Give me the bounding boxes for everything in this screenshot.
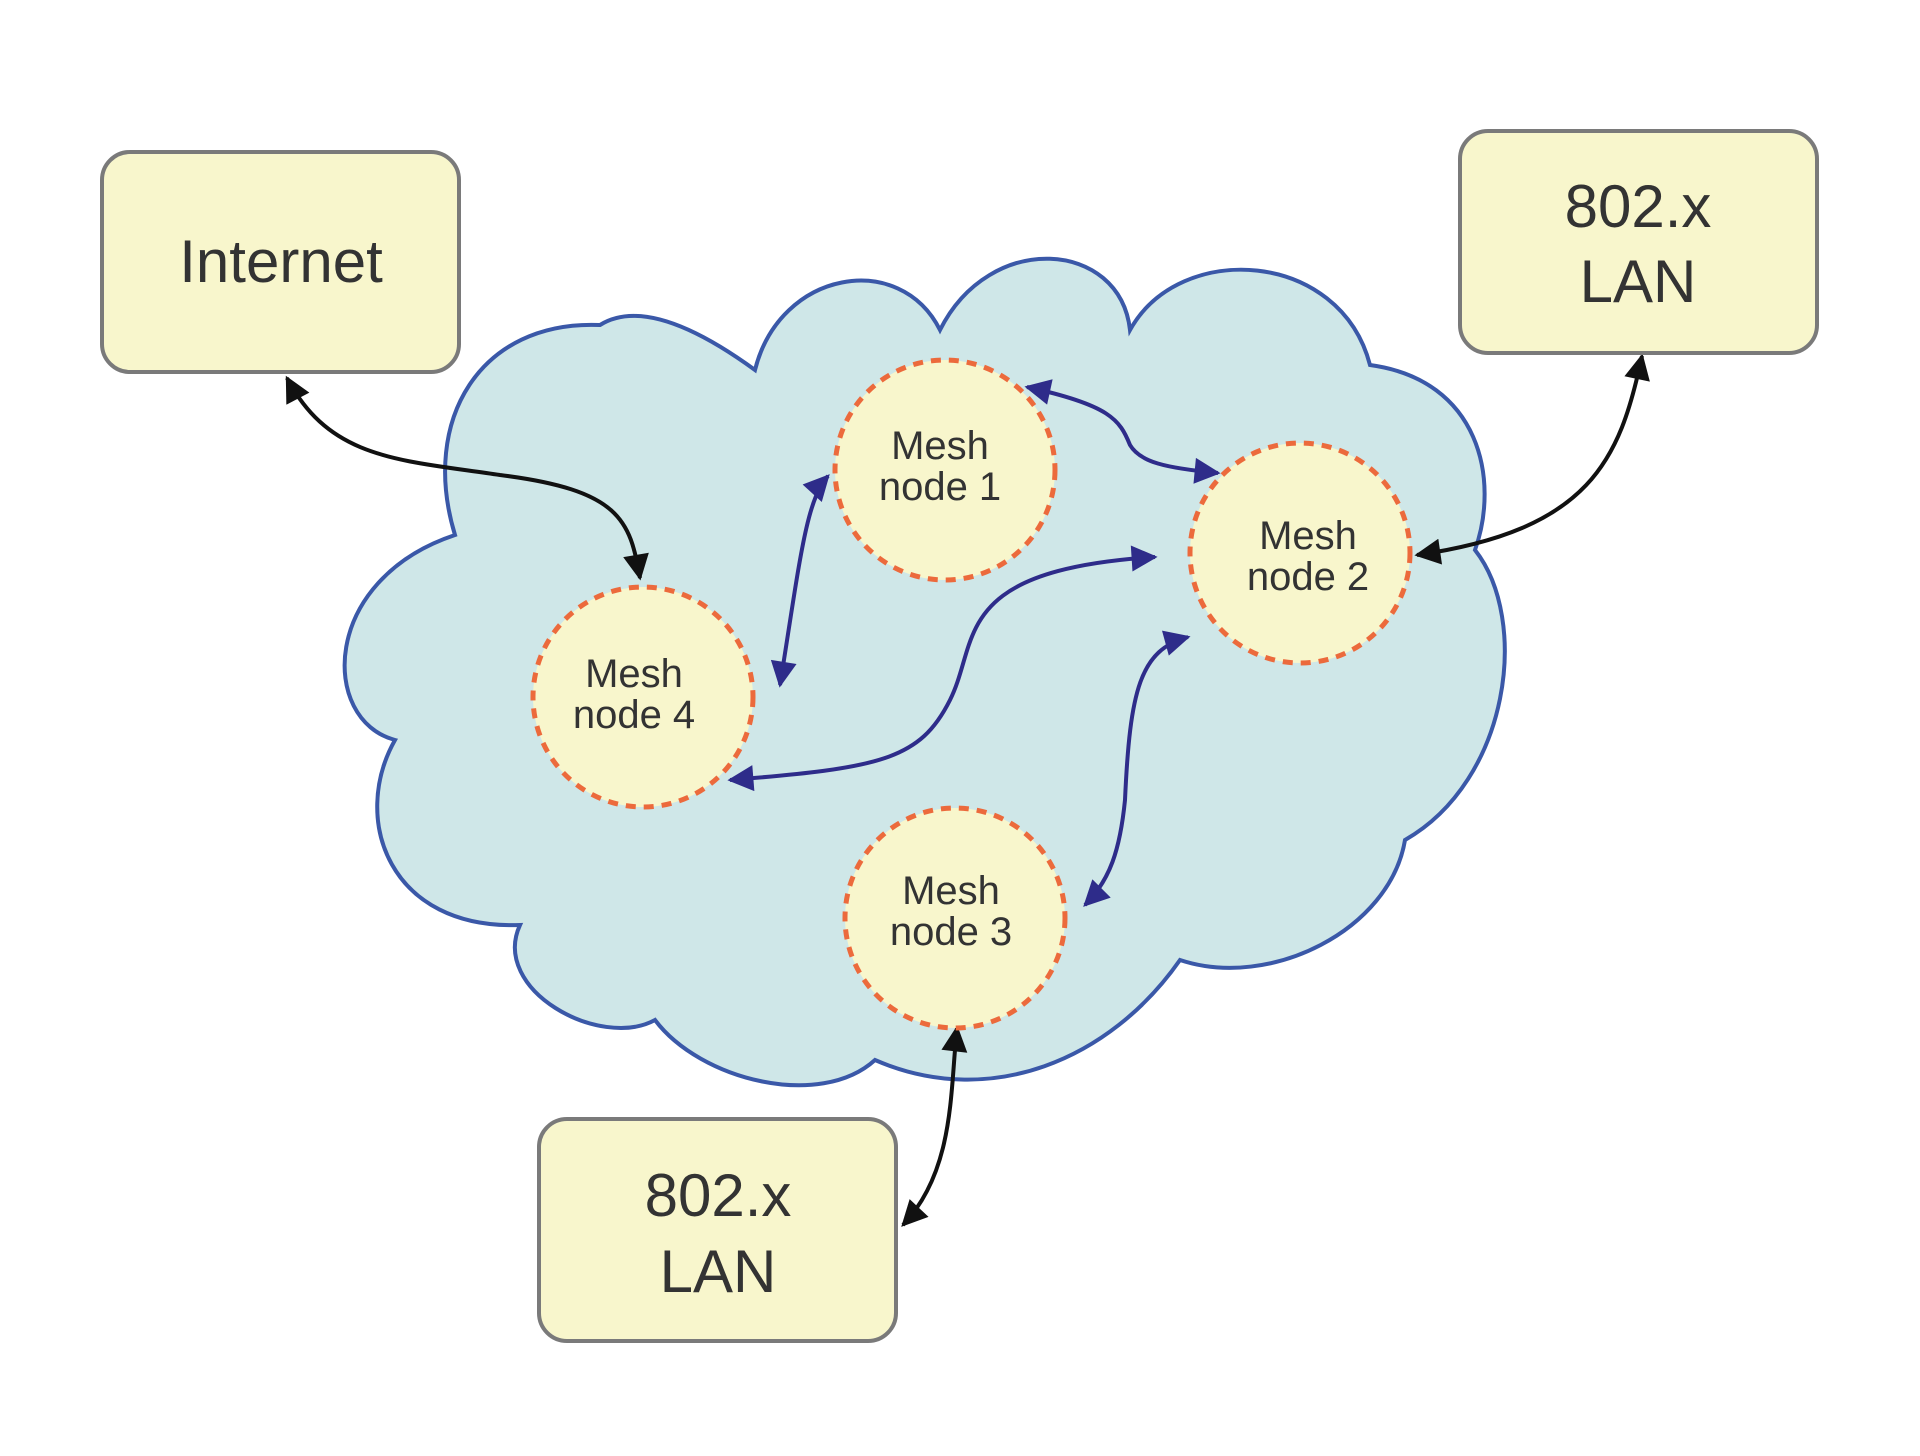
node3-line2: node 3: [890, 910, 1012, 954]
lan-top-line2: LAN: [1580, 248, 1697, 315]
lan-box-top-right: 802.x LAN: [1458, 129, 1819, 355]
lan-top-line1: 802.x: [1565, 173, 1712, 240]
internet-label: Internet: [179, 228, 383, 295]
link-lan-bottom-node3: [901, 1025, 968, 1227]
lan-bottom-line2: LAN: [660, 1238, 777, 1305]
node4-line2: node 4: [573, 693, 695, 737]
mesh-node-1: Mesh node 1: [832, 357, 1058, 583]
node2-line1: Mesh: [1259, 514, 1357, 558]
node1-line2: node 1: [879, 465, 1001, 509]
internet-box: Internet: [100, 150, 461, 374]
external-links: [285, 353, 1650, 1227]
link-internet-node4: [285, 375, 649, 581]
link-node1-node2: [1024, 379, 1221, 484]
node2-line2: node 2: [1247, 555, 1369, 599]
mesh-node-4: Mesh node 4: [530, 584, 756, 810]
mesh-node-2: Mesh node 2: [1187, 440, 1413, 666]
lan-box-bottom: 802.x LAN: [537, 1117, 898, 1343]
node4-line1: Mesh: [585, 652, 683, 696]
node1-line1: Mesh: [891, 424, 989, 468]
link-node2-node4: [727, 545, 1158, 792]
lan-bottom-line1: 802.x: [645, 1162, 792, 1229]
mesh-node-3: Mesh node 3: [842, 805, 1068, 1031]
mesh-links: [727, 379, 1221, 907]
link-lan-top-node2: [1414, 353, 1650, 565]
node3-line1: Mesh: [902, 869, 1000, 913]
link-node2-node3: [1083, 630, 1191, 907]
